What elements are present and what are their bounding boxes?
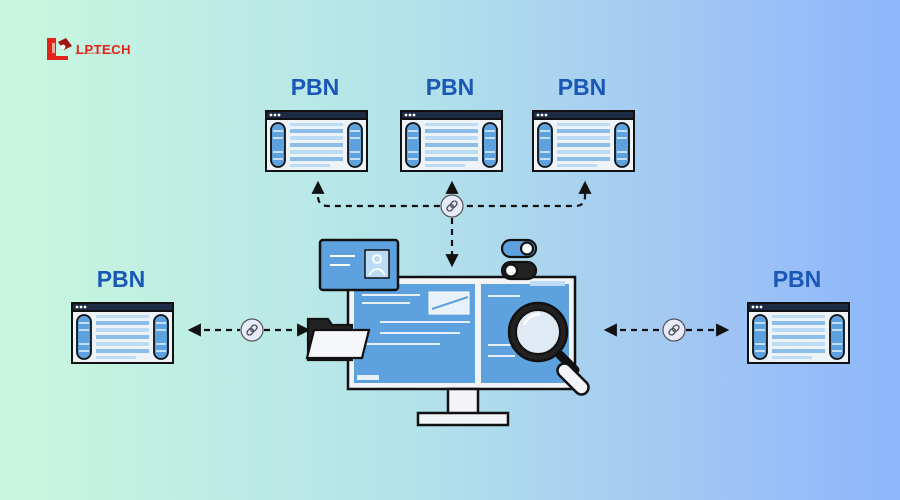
pbn-site-card[interactable] bbox=[400, 110, 503, 177]
pbn-label-left: PBN bbox=[96, 266, 146, 292]
logo-text: LPTECH bbox=[76, 41, 131, 57]
website-window-icon bbox=[71, 302, 174, 364]
pbn-site-card[interactable] bbox=[71, 302, 174, 369]
link-icon bbox=[662, 318, 686, 342]
link-icon bbox=[240, 318, 264, 342]
brand-logo[interactable]: LPTECH giải pháp website & marketing bbox=[44, 34, 131, 64]
magnifier-icon bbox=[507, 301, 590, 396]
pbn-label-right: PBN bbox=[772, 266, 822, 292]
profile-card-icon bbox=[318, 238, 400, 292]
toggle-icon bbox=[500, 238, 538, 281]
top-connector bbox=[311, 180, 592, 268]
pbn-site-card[interactable] bbox=[532, 110, 635, 177]
folder-icon bbox=[305, 317, 371, 362]
pbn-site-card[interactable] bbox=[265, 110, 368, 177]
pbn-label-top-right: PBN bbox=[557, 74, 607, 100]
website-window-icon bbox=[747, 302, 850, 364]
website-window-icon bbox=[532, 110, 635, 172]
pbn-label-top-left: PBN bbox=[290, 74, 340, 100]
link-icon bbox=[440, 194, 464, 218]
website-window-icon bbox=[400, 110, 503, 172]
logo-tagline: giải pháp website & marketing bbox=[75, 51, 116, 55]
logo-mark-icon bbox=[47, 38, 72, 60]
pbn-label-top-center: PBN bbox=[425, 74, 475, 100]
pbn-site-card[interactable] bbox=[747, 302, 850, 369]
website-window-icon bbox=[265, 110, 368, 172]
